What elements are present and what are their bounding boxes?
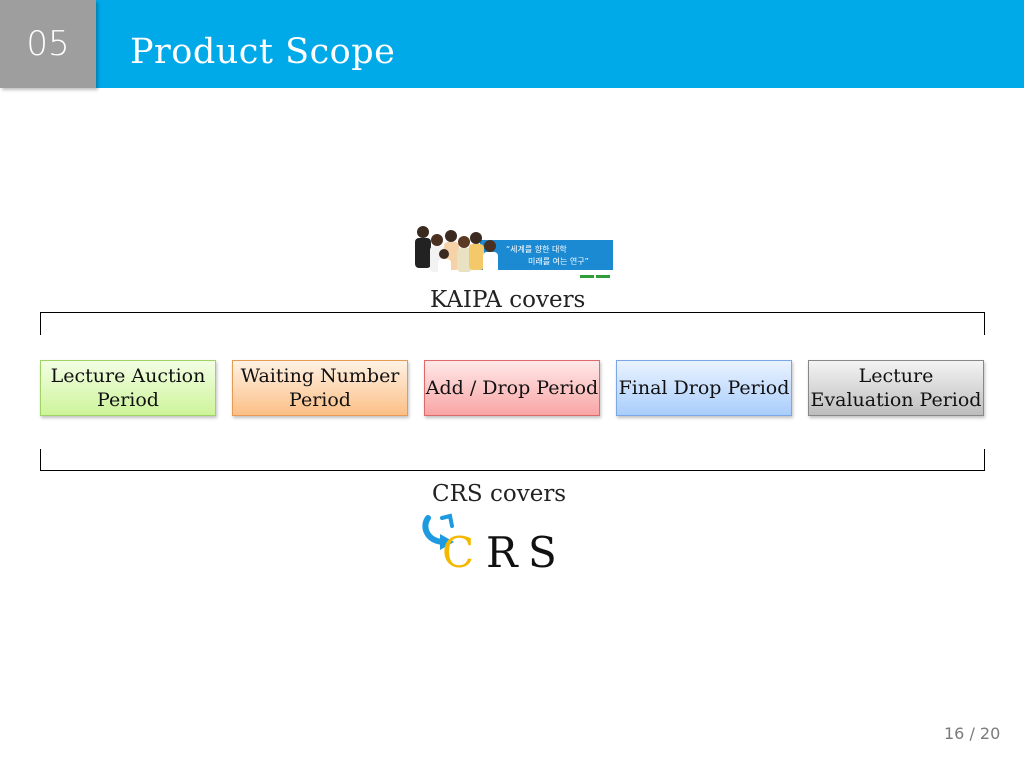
kaipa-banner-image: “세계를 향한 대학 미래를 여는 연구”	[410, 224, 613, 282]
crs-logo-letter-c: C	[442, 528, 475, 577]
circular-arrow-icon	[422, 513, 454, 550]
crs-logo: C R S	[420, 512, 580, 582]
crs-logo-letter-r: R	[486, 528, 518, 577]
page-number: 16 / 20	[944, 724, 1001, 743]
section-number: 05	[0, 0, 96, 88]
banner-illustration: “세계를 향한 대학 미래를 여는 연구”	[410, 224, 613, 282]
crs-bracket-right	[984, 449, 985, 471]
period-final-drop: Final Drop Period	[616, 360, 792, 416]
svg-text:“세계를 향한 대학: “세계를 향한 대학	[506, 244, 567, 254]
period-waiting-number: Waiting Number Period	[232, 360, 408, 416]
crs-bracket-left	[40, 449, 41, 471]
kaipa-bracket-right	[984, 312, 985, 335]
period-lecture-evaluation: Lecture Evaluation Period	[808, 360, 984, 416]
kaipa-bracket-left	[40, 312, 41, 335]
period-add-drop: Add / Drop Period	[424, 360, 600, 416]
kaipa-bracket-top	[40, 312, 985, 313]
header-bar	[0, 0, 1024, 88]
slide-title: Product Scope	[130, 32, 396, 72]
crs-covers-caption: CRS covers	[432, 481, 567, 507]
svg-text:미래를 여는 연구”: 미래를 여는 연구”	[528, 256, 589, 266]
crs-logo-letter-s: S	[528, 528, 557, 577]
kaipa-covers-caption: KAIPA covers	[430, 287, 586, 313]
crs-bracket-bottom	[40, 470, 985, 471]
period-lecture-auction: Lecture Auction Period	[40, 360, 216, 416]
